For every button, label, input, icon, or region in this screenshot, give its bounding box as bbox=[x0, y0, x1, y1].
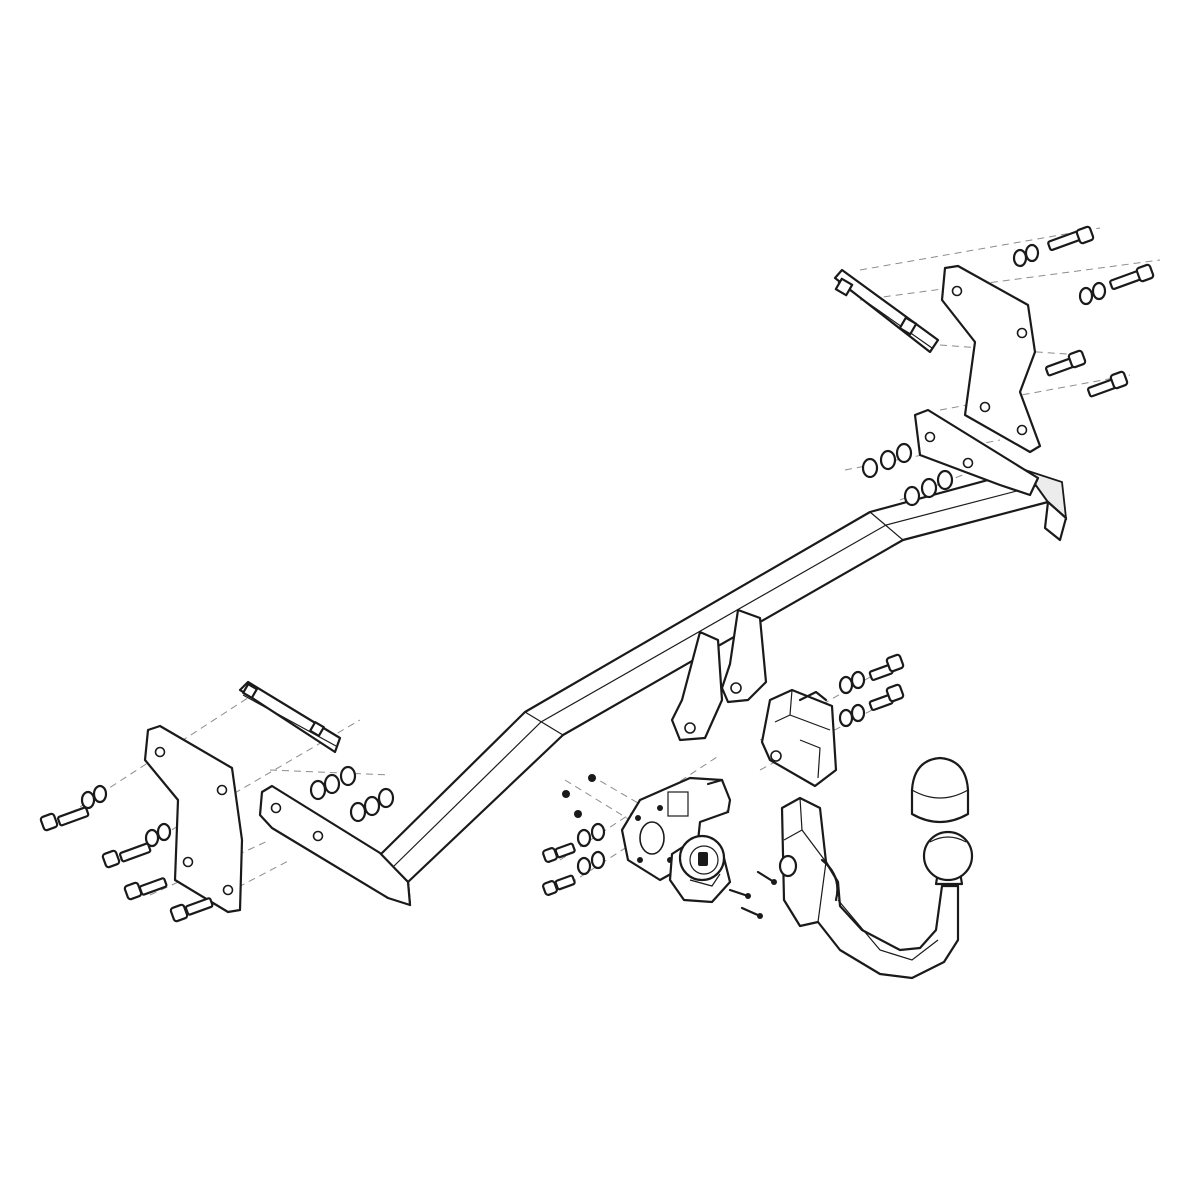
washer-icon bbox=[80, 790, 96, 810]
bolt-icon bbox=[39, 806, 90, 832]
washer-icon bbox=[309, 779, 327, 801]
washer-icon bbox=[590, 822, 606, 842]
washer-icon bbox=[850, 670, 866, 690]
screw-icon bbox=[542, 874, 576, 896]
nut-icon bbox=[903, 485, 921, 507]
screw-icon bbox=[542, 842, 576, 863]
receiver-fasteners bbox=[838, 653, 905, 728]
bolt-icon bbox=[123, 877, 168, 901]
right-nut-plate bbox=[833, 268, 940, 354]
bolt-icon bbox=[169, 897, 214, 923]
screw-icon bbox=[740, 906, 763, 919]
nut-icon bbox=[861, 457, 879, 479]
screw-icon bbox=[756, 870, 777, 885]
left-fasteners bbox=[39, 765, 395, 923]
washer-icon bbox=[1012, 248, 1028, 268]
bolt-icon bbox=[868, 683, 905, 711]
washer-icon bbox=[590, 850, 606, 870]
washer-icon bbox=[156, 822, 172, 842]
washer-icon bbox=[838, 708, 854, 728]
left-mounting-bracket bbox=[258, 784, 412, 907]
bolt-icon bbox=[868, 653, 905, 681]
washer-icon bbox=[576, 828, 592, 848]
bolt-icon bbox=[1044, 349, 1087, 377]
washer-icon bbox=[1091, 281, 1107, 301]
washer-icon bbox=[838, 675, 854, 695]
nut-icon bbox=[377, 787, 395, 809]
tow-ball-receiver bbox=[760, 688, 838, 788]
bolt-icon bbox=[1086, 370, 1129, 398]
screw-icon bbox=[728, 888, 751, 899]
left-nut-plate bbox=[238, 680, 342, 754]
tow-ball bbox=[922, 830, 974, 886]
bolt-icon bbox=[1109, 263, 1155, 291]
right-lower-fasteners bbox=[861, 442, 954, 507]
washer-icon bbox=[144, 828, 160, 848]
tow-ball-cap bbox=[910, 756, 970, 824]
nut-icon bbox=[588, 774, 596, 782]
towing-neck bbox=[778, 796, 960, 980]
right-side-plate bbox=[940, 264, 1042, 454]
electrical-socket bbox=[668, 834, 777, 919]
washer-icon bbox=[323, 773, 341, 795]
right-mounting-bracket bbox=[913, 408, 1040, 497]
crossbar-hanger-brackets bbox=[670, 608, 768, 742]
nut-icon bbox=[339, 765, 357, 787]
washer-icon bbox=[1078, 286, 1094, 306]
bolt-icon bbox=[1047, 225, 1095, 252]
washer-icon bbox=[349, 801, 367, 823]
washer-icon bbox=[879, 449, 897, 471]
washer-icon bbox=[1024, 243, 1040, 263]
socket-fasteners bbox=[542, 774, 606, 896]
nut-icon bbox=[562, 790, 570, 798]
washer-icon bbox=[92, 784, 108, 804]
left-side-plate bbox=[143, 724, 244, 914]
washer-icon bbox=[363, 795, 381, 817]
washer-icon bbox=[850, 703, 866, 723]
washer-icon bbox=[920, 477, 938, 499]
washer-icon bbox=[895, 442, 913, 464]
bolt-icon bbox=[101, 842, 152, 869]
washer-icon bbox=[576, 856, 592, 876]
right-upper-fasteners bbox=[1012, 225, 1155, 398]
washer-icon bbox=[936, 469, 954, 491]
nut-icon bbox=[574, 810, 582, 818]
